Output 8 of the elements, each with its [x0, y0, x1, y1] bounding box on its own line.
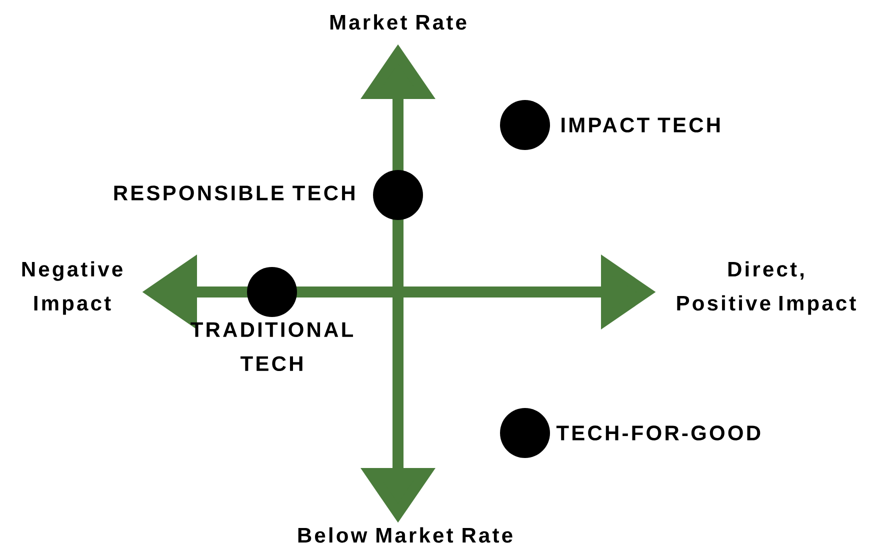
axis-label: Negative Impact [22, 261, 122, 315]
dot-label: TECH-FOR-GOOD [556, 426, 760, 440]
dot-label: TRADITIONAL TECH [190, 322, 353, 372]
axis-label: Direct, Positive Impact [677, 261, 856, 315]
dot-label: IMPACT TECH [562, 118, 720, 132]
dot-label: RESPONSIBLE TECH [114, 186, 354, 200]
axis-label: Below Market Rate [298, 527, 512, 543]
axis-label: Market Rate [330, 14, 466, 30]
